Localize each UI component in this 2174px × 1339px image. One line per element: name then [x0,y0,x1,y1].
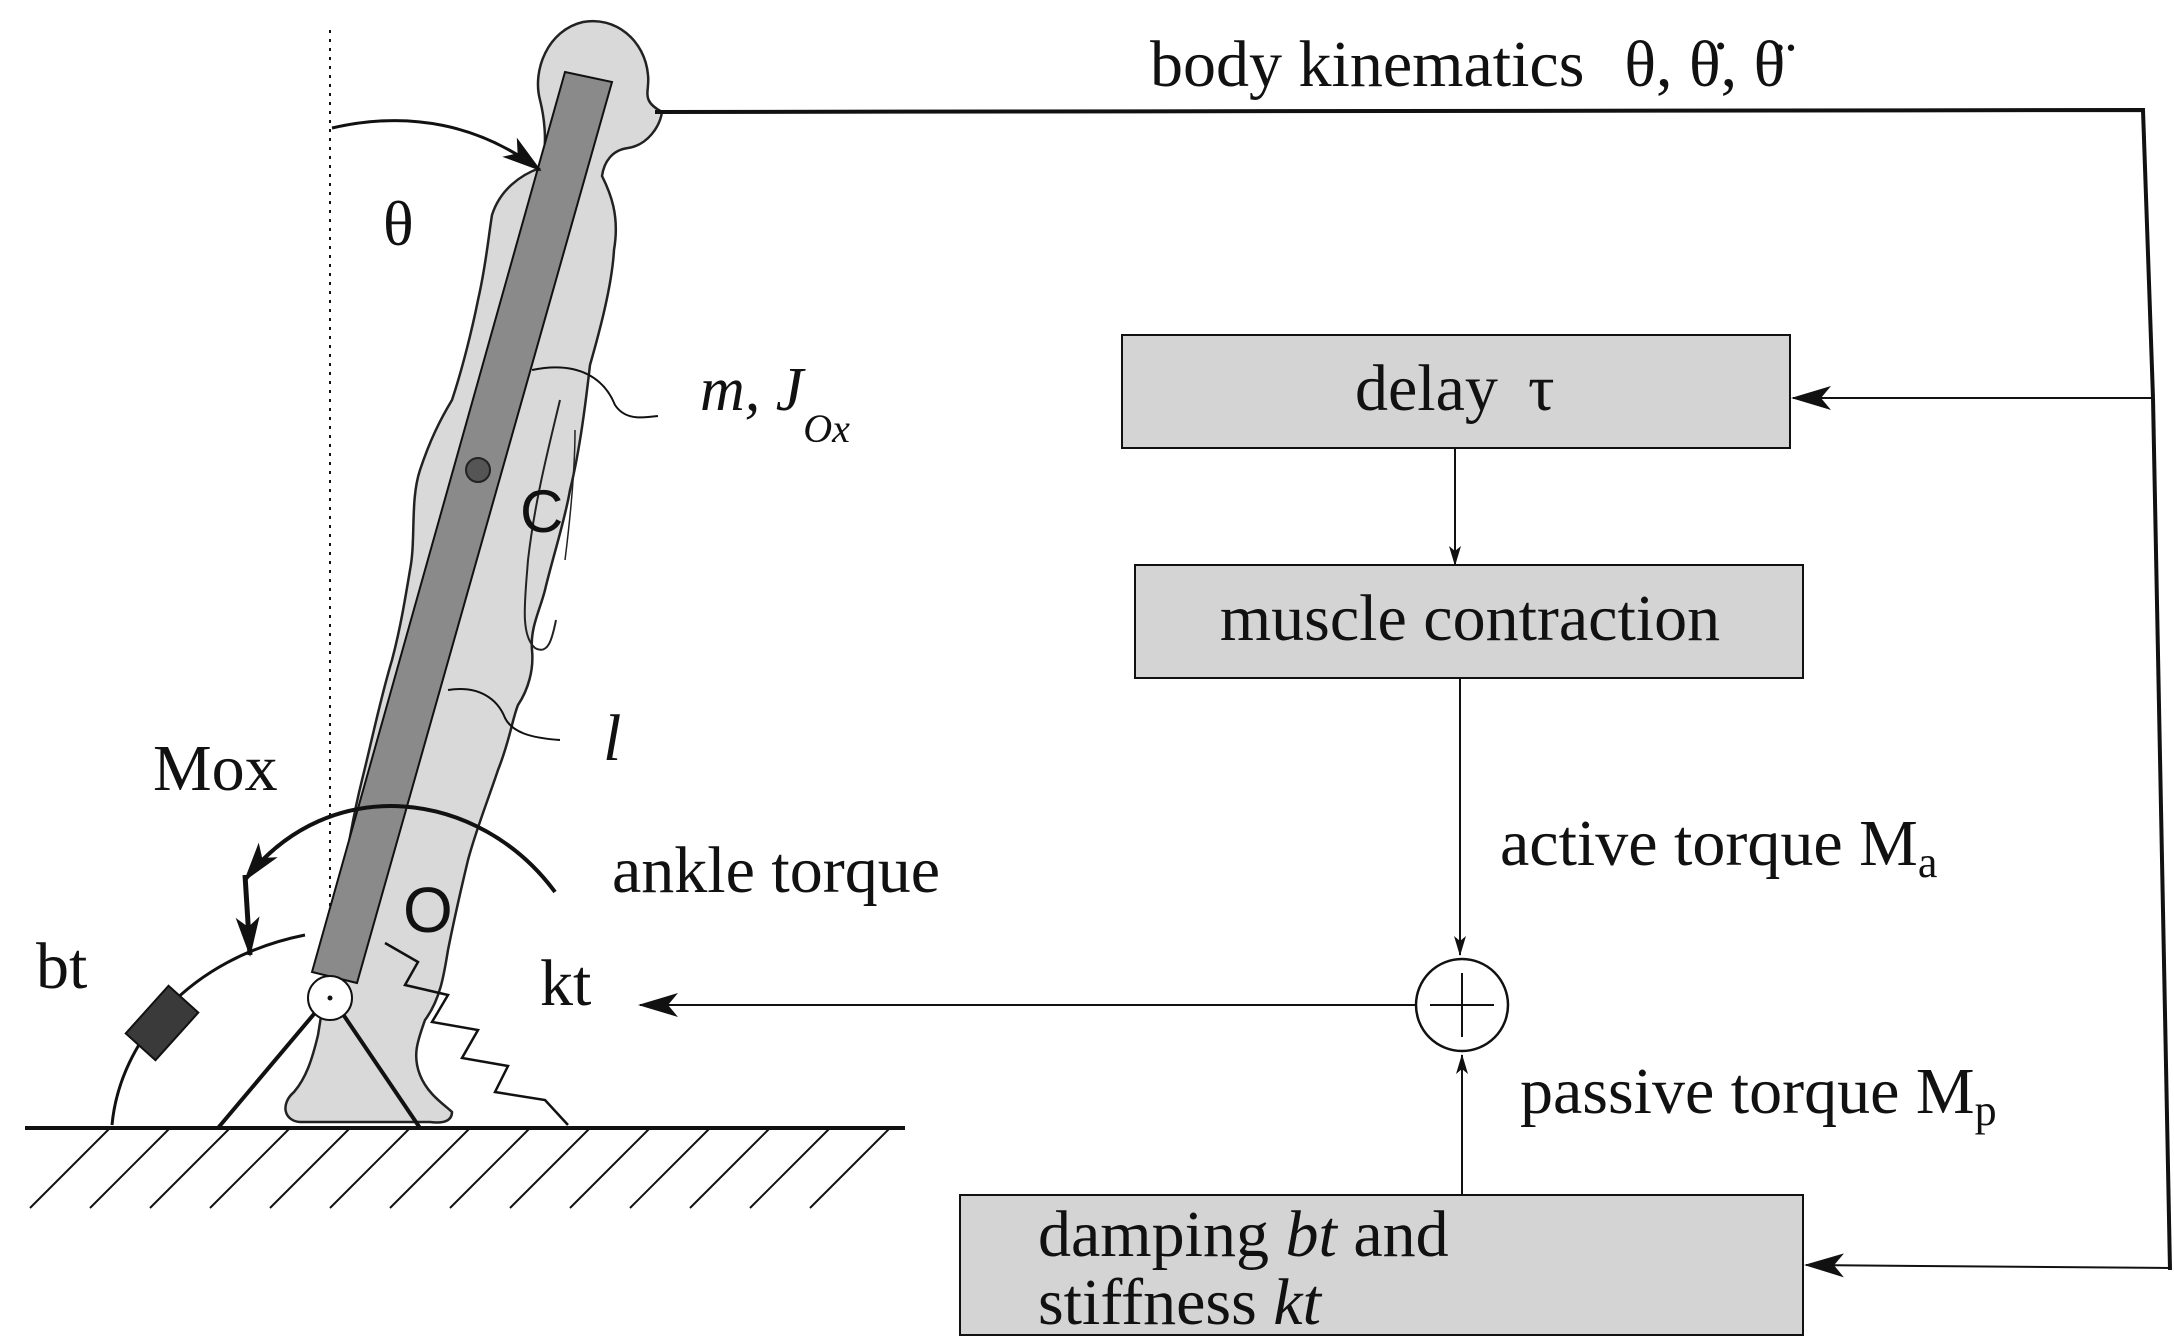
length-label: l [603,702,621,775]
muscle-contraction-block: muscle contraction [1134,564,1804,679]
ankle-torque-label: ankle torque [612,834,940,907]
ankle-mechanism [110,804,569,1130]
damping-stiffness-block: damping bt and stiffness kt [959,1194,1804,1339]
summing-junction [1414,957,1510,1053]
damper-label: bt [36,930,87,1003]
theta-label: θ [383,188,414,259]
spring-label: kt [540,947,591,1020]
spring-coil [384,941,569,1126]
center-of-mass-marker [465,457,491,483]
moment-label: Mox [153,732,278,805]
mass-leader-line [531,366,659,419]
damping-line-1: damping bt and [1038,1198,1449,1271]
pendulum-rod [310,70,614,985]
mass-inertia-label: m, JOx [700,356,850,451]
moment-arrow-arc [243,804,557,894]
feedback-line-top [654,107,2155,399]
feedback-line-right [2151,397,2172,1271]
arrow-to-damping [1804,1253,2171,1278]
length-leader-line [447,688,561,741]
theta-angle-arc [331,119,542,172]
center-of-mass-label: C [520,478,563,545]
pivot-label: O [403,874,453,946]
stiffness-line-2: stiffness kt [1038,1266,1323,1339]
muscle-contraction-label: muscle contraction [1220,582,1720,655]
ground [25,1126,905,1209]
active-torque-label: active torque Ma [1500,807,1937,887]
passive-torque-label: passive torque Mp [1520,1055,1997,1135]
damper-block [124,984,200,1062]
ground-hatching [29,1127,891,1209]
